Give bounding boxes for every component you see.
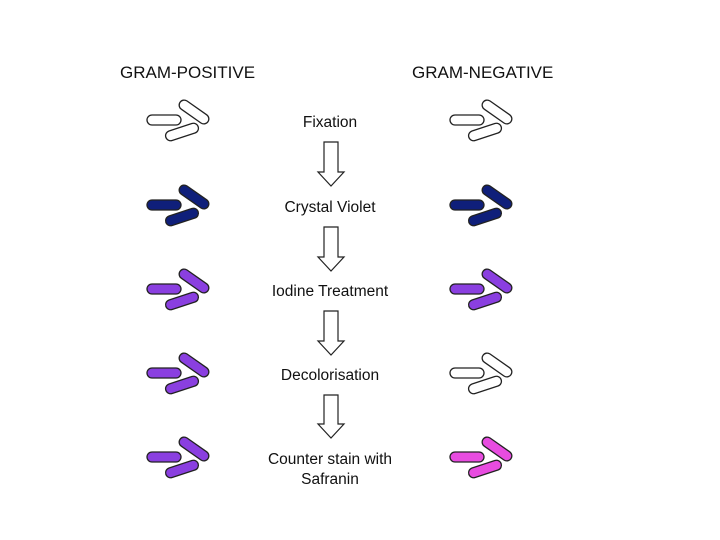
bacterium-rod (481, 99, 513, 125)
bacterium-rod (178, 184, 210, 210)
bacterium-rod (164, 207, 200, 227)
bacterium-rod (449, 114, 485, 126)
bacterium-rod (164, 291, 200, 311)
gram-negative-bacteria-icon (449, 352, 513, 395)
bacterium-rod (178, 268, 210, 294)
bacterium-rod (467, 291, 503, 311)
step-label-crystal-violet: Crystal Violet (284, 199, 376, 216)
bacterium-rod (146, 114, 182, 126)
down-arrow-icon (316, 394, 346, 439)
bacterium-rod (146, 199, 182, 211)
bacterium-rod (146, 367, 182, 379)
step-label-fixation: Fixation (302, 114, 358, 131)
bacterium-rod (449, 283, 485, 295)
gram-negative-bacteria-icon (449, 99, 513, 142)
gram-positive-header: GRAM-POSITIVE (120, 63, 256, 82)
gram-negative-bacteria-icon (449, 436, 513, 479)
bacterium-rod (467, 459, 503, 479)
bacterium-rod (481, 436, 513, 462)
down-arrow-icon (316, 310, 346, 356)
gram-positive-bacteria-icon (146, 184, 210, 227)
bacterium-rod (481, 184, 513, 210)
down-arrow-icon (316, 141, 346, 187)
bacterium-rod (178, 436, 210, 462)
bacterium-rod (467, 122, 503, 142)
gram-positive-bacteria-icon (146, 352, 210, 395)
step-label-decolorisation: Decolorisation (280, 367, 380, 384)
gram-positive-bacteria-icon (146, 268, 210, 311)
bacterium-rod (178, 99, 210, 125)
bacterium-rod (164, 375, 200, 395)
bacterium-rod (164, 459, 200, 479)
bacterium-rod (467, 207, 503, 227)
bacterium-rod (481, 268, 513, 294)
gram-positive-bacteria-icon (146, 99, 210, 142)
bacterium-rod (467, 375, 503, 395)
step-label-counter-stain: Counter stain with Safranin (267, 451, 393, 488)
bacterium-rod (481, 352, 513, 378)
gram-positive-bacteria-icon (146, 436, 210, 479)
gram-negative-bacteria-icon (449, 268, 513, 311)
bacterium-rod (146, 451, 182, 463)
gram-negative-header: GRAM-NEGATIVE (412, 63, 554, 82)
bacterium-rod (449, 451, 485, 463)
bacterium-rod (449, 199, 485, 211)
bacterium-rod (164, 122, 200, 142)
bacterium-rod (449, 367, 485, 379)
bacterium-rod (146, 283, 182, 295)
down-arrow-icon (316, 226, 346, 272)
gram-negative-bacteria-icon (449, 184, 513, 227)
bacterium-rod (178, 352, 210, 378)
step-label-iodine-treatment: Iodine Treatment (271, 283, 389, 300)
